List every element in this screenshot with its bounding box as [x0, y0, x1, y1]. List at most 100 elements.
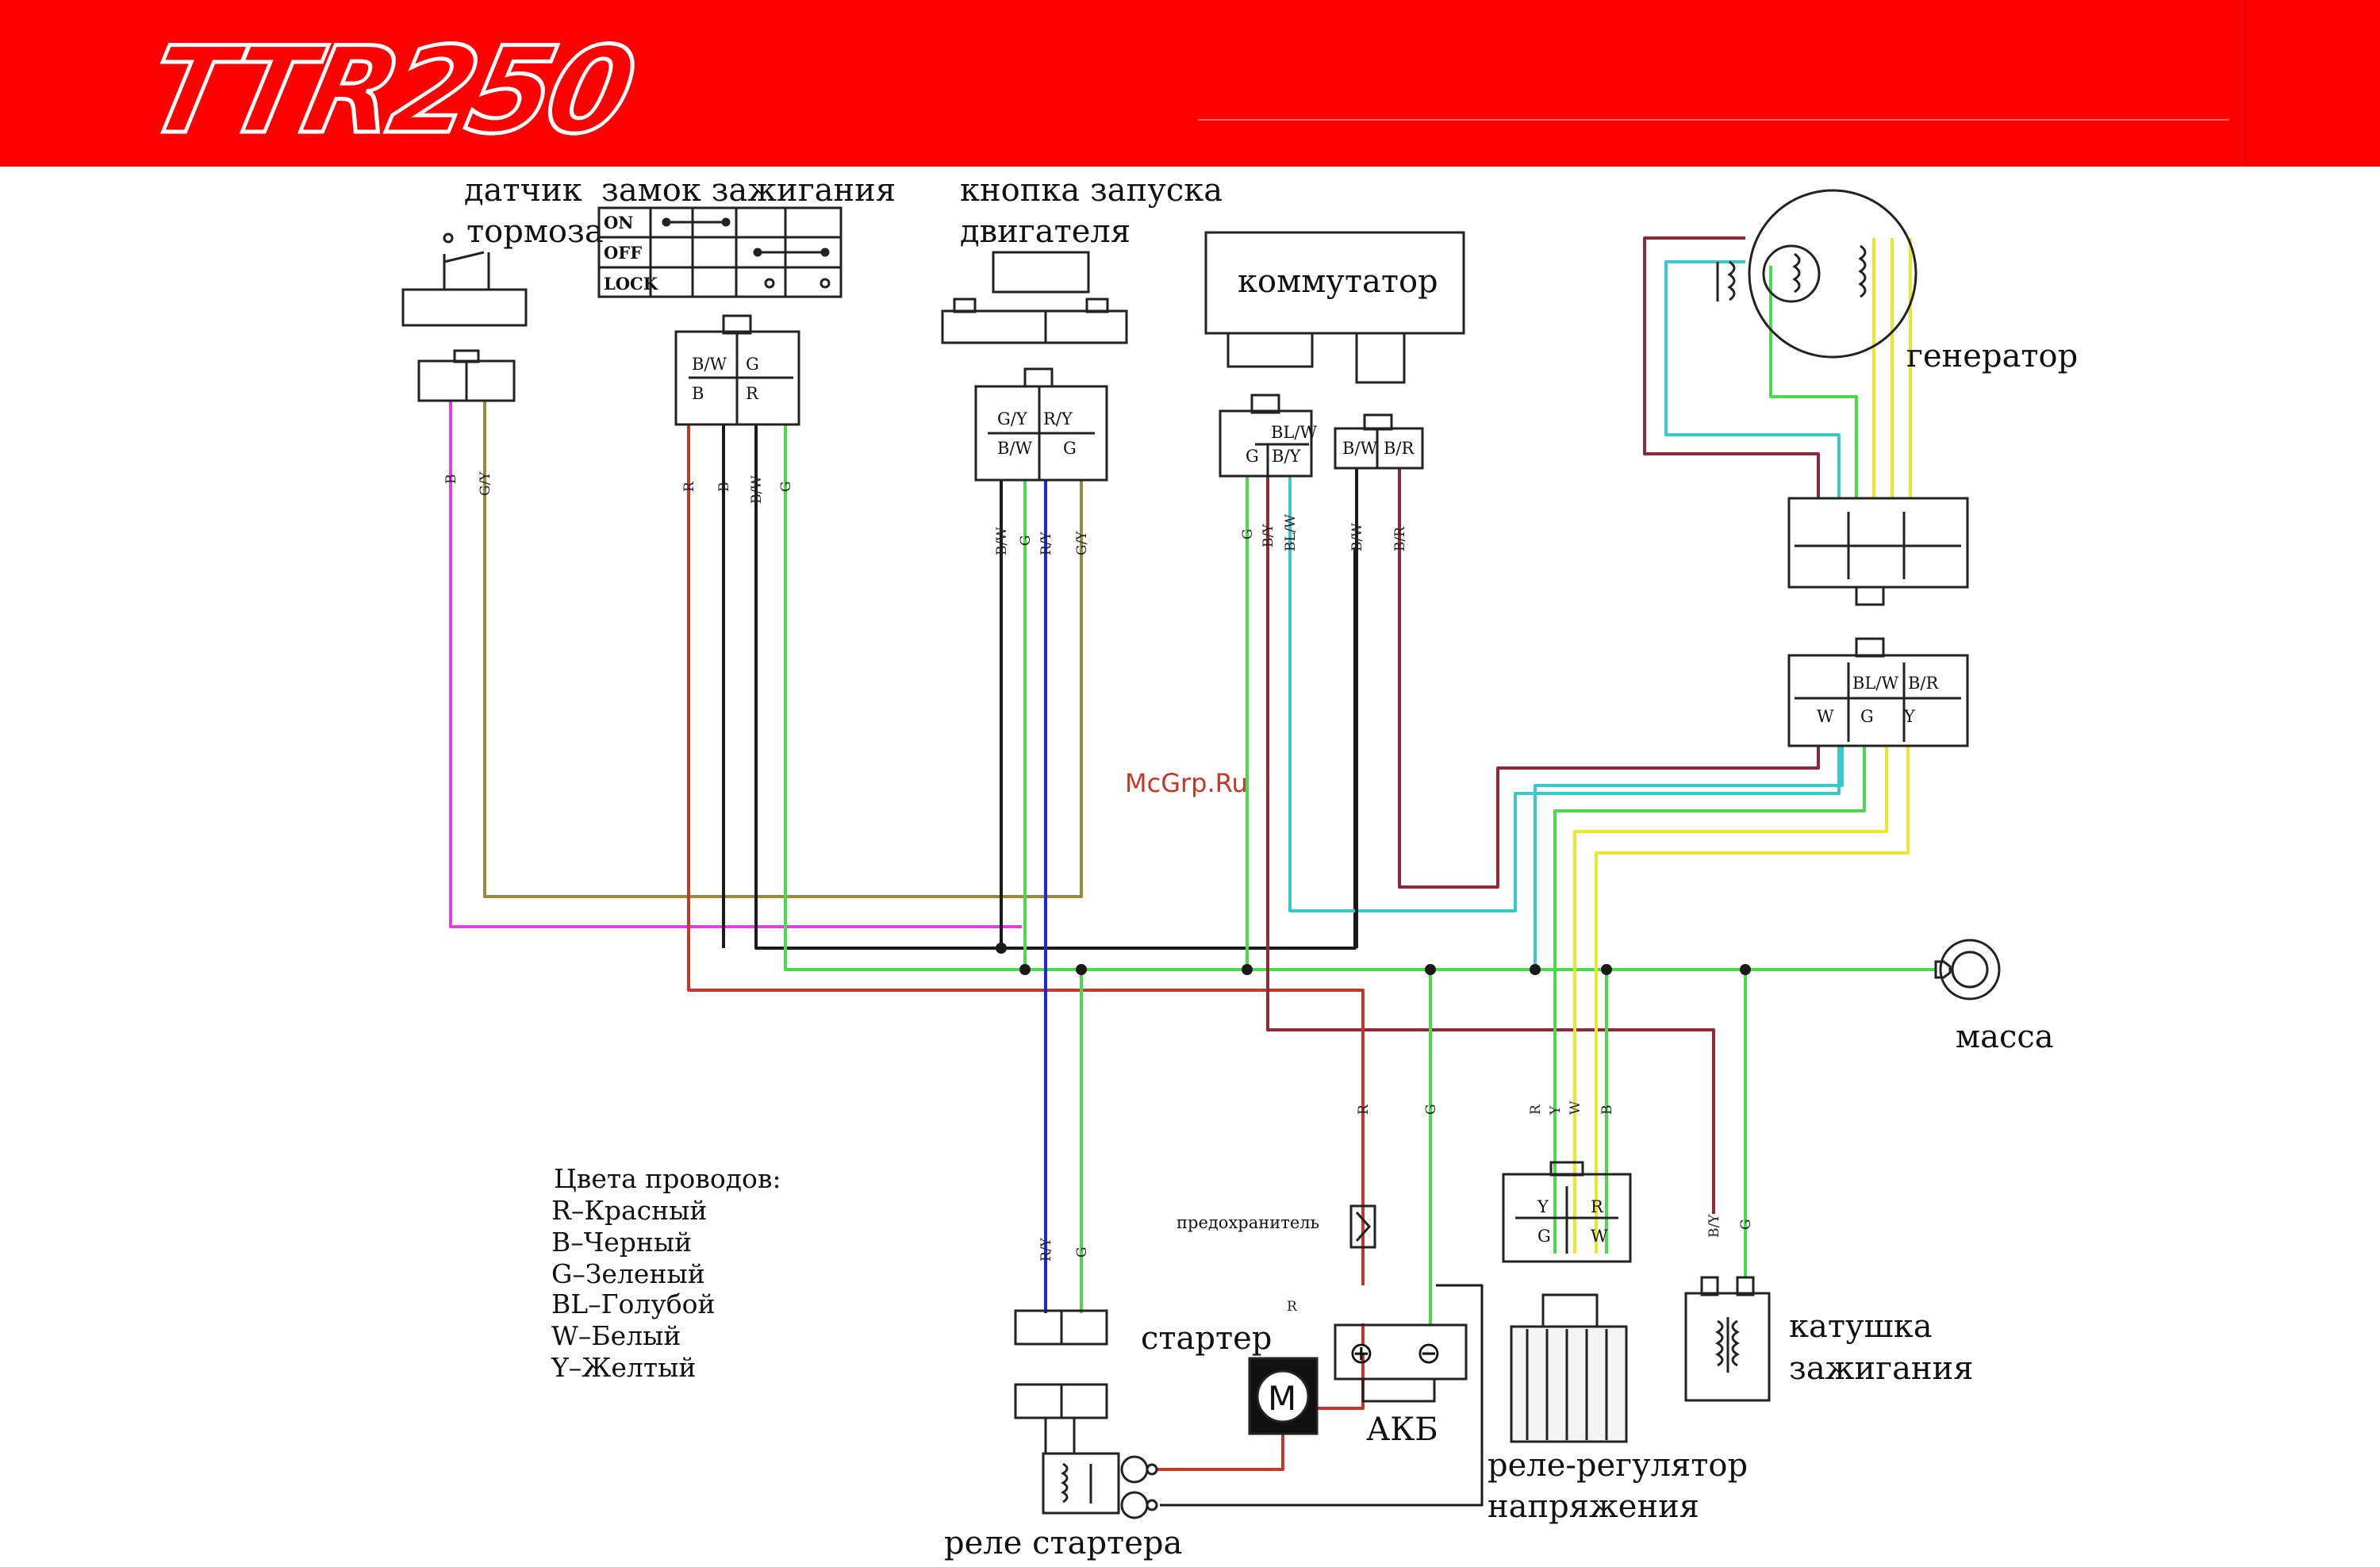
- battery-plus: ⊕: [1349, 1335, 1374, 1370]
- start-button-base: [941, 309, 1128, 344]
- wire-label-reg-r: R: [1528, 1104, 1544, 1115]
- coil-terminal-1: [1700, 1276, 1719, 1296]
- relay-terminal-1: [1120, 1455, 1149, 1484]
- wire-label-starter-r: R: [1287, 1299, 1298, 1315]
- commutator-plug-right: [1355, 332, 1406, 384]
- start-button-label-2: двигателя: [960, 213, 1130, 250]
- coil-body: [1684, 1292, 1771, 1402]
- junction-dot: [1019, 964, 1031, 975]
- start-button-label-1: кнопка запуска: [960, 172, 1223, 209]
- comm-pin-blw: BL/W: [1271, 423, 1317, 442]
- gen-pin-blw: BL/W: [1852, 674, 1898, 693]
- junction-dot: [1601, 964, 1612, 975]
- ground-lug: [1934, 960, 1952, 979]
- junction-dots: [996, 943, 1751, 975]
- lock-connector-tab: [722, 314, 752, 335]
- wire-color-legend: Цвета проводов: R–Красный B–Черный G–Зел…: [551, 1163, 781, 1383]
- coil-primary: [1715, 1319, 1724, 1367]
- wire-label-comm-by: B/Y: [1261, 524, 1276, 547]
- starter-motor: [1248, 1357, 1319, 1435]
- starter-relay-label: реле стартера: [944, 1525, 1182, 1561]
- legend-item-lightblue: BL–Голубой: [551, 1289, 716, 1319]
- reg-connector-tab: [1549, 1161, 1584, 1177]
- wires: [449, 236, 1936, 1507]
- lock-contact: [820, 278, 831, 289]
- junction-dot: [1530, 964, 1541, 975]
- fuse-element: [1355, 1212, 1372, 1242]
- lock-row-lock: LOCK: [604, 274, 658, 294]
- ground-terminal: [1934, 939, 2001, 1000]
- ground-label: масса: [1956, 1019, 2054, 1055]
- generator-rotor: [1762, 244, 1821, 303]
- generator-coil-2: [1792, 252, 1801, 294]
- wire-brake-b: [449, 401, 1022, 928]
- wire-label-start-bw: B/W: [994, 527, 1010, 555]
- wire-label-brake-gy: G/Y: [478, 471, 493, 496]
- wire-label-reg-b: B: [1599, 1105, 1615, 1116]
- battery-label: АКБ: [1366, 1411, 1438, 1448]
- wire-gen-y3: [1595, 746, 1910, 1254]
- wire-label-brake-b: B: [443, 474, 459, 485]
- junction-dot: [1076, 964, 1087, 975]
- wire-label-lock-r: R: [681, 481, 697, 492]
- reg-pin-g: G: [1537, 1227, 1551, 1246]
- watermark: McGrp.Ru: [1125, 768, 1248, 798]
- wire-label-lock-bw: B/W: [749, 475, 765, 504]
- wire-relay-black: [1160, 1284, 1484, 1507]
- gen-connector-top: [1787, 497, 1969, 589]
- wire-label-coil-by: B/Y: [1706, 1214, 1722, 1238]
- start-pin-g: G: [1063, 439, 1077, 458]
- legend-title: Цвета проводов:: [554, 1163, 781, 1194]
- lock-contact: [662, 217, 671, 227]
- header-banner: TTR250: [0, 0, 2380, 167]
- start-button-tab: [1085, 298, 1109, 313]
- regulator-label-1: реле-регулятор: [1488, 1447, 1748, 1484]
- wire-relay-r: [1157, 1432, 1284, 1471]
- ground-ring: [1939, 939, 2001, 1000]
- relay-coil: [1061, 1462, 1069, 1504]
- regulator-label-2: напряжения: [1488, 1488, 1699, 1525]
- start-pin-ry: R/Y: [1043, 409, 1073, 428]
- legend-item-black: B–Черный: [551, 1227, 692, 1258]
- header-divider: [2245, 0, 2247, 167]
- battery-minus: ⊖: [1416, 1335, 1441, 1370]
- wire-label-start-gy: G/Y: [1074, 531, 1090, 555]
- commutator-plug-left: [1226, 332, 1314, 368]
- lock-contact: [721, 217, 731, 227]
- lock-row-on: ON: [604, 213, 634, 232]
- comm-connector-1-tab: [1250, 394, 1280, 414]
- brake-sensor-switch: [443, 251, 490, 290]
- wire-label-reg-w: W: [1568, 1100, 1583, 1115]
- ignition-coil-label-1: катушка: [1789, 1308, 1933, 1345]
- comm-pin-by: B/Y: [1272, 447, 1302, 466]
- generator-body: [1748, 189, 1917, 359]
- generator-coil-3: [1858, 244, 1867, 298]
- start-button-body: [992, 251, 1090, 294]
- reg-pin-w: W: [1591, 1227, 1608, 1246]
- comm-pin-g: G: [1246, 447, 1259, 466]
- relay-lug: [1146, 1463, 1158, 1476]
- battery-base: [1361, 1377, 1436, 1403]
- brake-sensor-label-1: датчик: [464, 172, 582, 209]
- wire-comm-blw: [1288, 476, 1841, 912]
- start-pin-bw: B/W: [997, 439, 1033, 458]
- commutator-body: [1204, 231, 1465, 335]
- relay-body: [1042, 1452, 1120, 1515]
- wire-label-lock-g: G: [778, 481, 794, 492]
- lock-pin-bw: B/W: [692, 355, 727, 374]
- ground-ring-hole: [1951, 951, 1989, 989]
- wire-label-coil-g: G: [1738, 1219, 1754, 1230]
- brake-connector-tab: [453, 349, 480, 363]
- junction-dot: [1242, 964, 1253, 975]
- fuse: [1349, 1204, 1376, 1249]
- comm2-pin-bw: B/W: [1342, 439, 1378, 458]
- header-rule: [1198, 119, 2229, 121]
- starter-face: [1256, 1369, 1310, 1423]
- wire-label-fuse-r: R: [1356, 1104, 1372, 1115]
- junction-dot: [1740, 964, 1751, 975]
- starter-label: стартер: [1141, 1320, 1272, 1357]
- fuse-label: предохранитель: [1177, 1213, 1319, 1232]
- start-button-tab: [953, 298, 977, 313]
- comm-connector-2-tab: [1363, 413, 1393, 431]
- gen-pin-y: Y: [1903, 707, 1916, 726]
